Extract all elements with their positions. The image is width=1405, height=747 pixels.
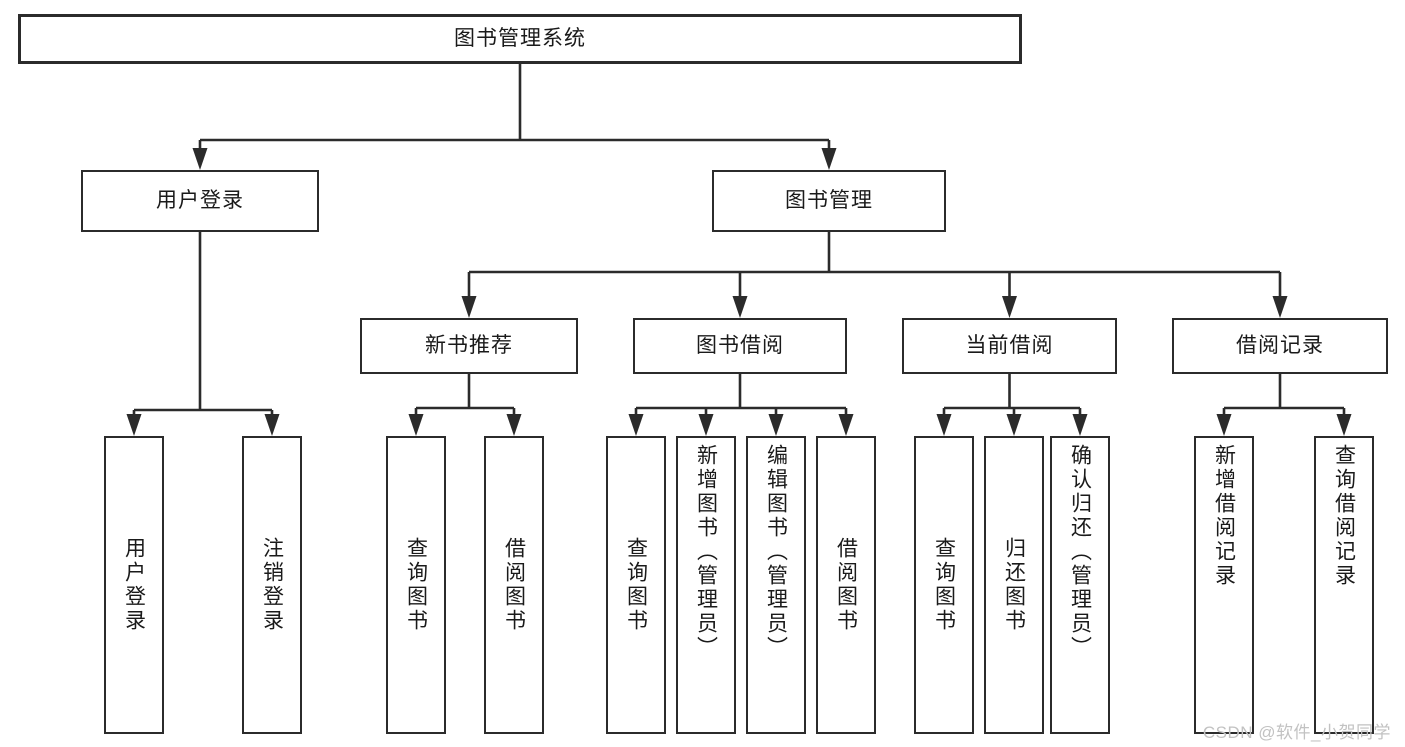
arrowhead-l-logout [264,414,280,436]
node-label-l-login: 用户登录 [122,537,146,633]
node-l-cu-return: 归还图书 [984,436,1044,734]
arrowhead-login [192,148,208,170]
arrowhead-l-nb-borrow [506,414,522,436]
arrowhead-records [1272,296,1288,318]
node-root: 图书管理系统 [18,14,1022,64]
node-label-borrow: 图书借阅 [696,333,784,357]
node-l-bo-add: 新增图书（管理员） [676,436,736,734]
arrowhead-l-nb-query [408,414,424,436]
arrowhead-l-cu-query [936,414,952,436]
node-l-nb-query: 查询图书 [386,436,446,734]
arrowhead-borrow [732,296,748,318]
arrowhead-bookmgmt [821,148,837,170]
node-l-nb-borrow: 借阅图书 [484,436,544,734]
arrowhead-l-cu-confirm [1072,414,1088,436]
node-l-cu-confirm: 确认归还（管理员） [1050,436,1110,734]
arrowhead-l-re-query [1336,414,1352,436]
arrowhead-l-re-add [1216,414,1232,436]
node-label-login: 用户登录 [156,188,244,212]
node-borrow: 图书借阅 [633,318,847,374]
node-label-l-re-query: 查询借阅记录 [1332,444,1356,588]
node-label-current: 当前借阅 [965,333,1054,357]
node-label-l-cu-return: 归还图书 [1002,537,1026,633]
node-current: 当前借阅 [902,318,1117,374]
watermark-label: CSDN @软件_小贺同学 [1202,723,1391,742]
node-login: 用户登录 [81,170,319,232]
node-l-bo-query: 查询图书 [606,436,666,734]
arrowhead-l-cu-return [1006,414,1022,436]
node-label-l-bo-edit: 编辑图书（管理员） [764,444,788,660]
node-l-re-add: 新增借阅记录 [1194,436,1254,734]
arrowhead-l-bo-add [698,414,714,436]
node-l-logout: 注销登录 [242,436,302,734]
arrowhead-l-bo-lend [838,414,854,436]
arrowhead-current [1002,296,1017,318]
node-newbook: 新书推荐 [360,318,578,374]
node-l-bo-edit: 编辑图书（管理员） [746,436,806,734]
node-l-re-query: 查询借阅记录 [1314,436,1374,734]
node-label-l-bo-add: 新增图书（管理员） [694,444,718,660]
node-label-l-logout: 注销登录 [260,537,284,633]
node-records: 借阅记录 [1172,318,1388,374]
node-l-login: 用户登录 [104,436,164,734]
node-label-bookmgmt: 图书管理 [785,188,873,212]
node-label-l-re-add: 新增借阅记录 [1212,444,1236,588]
node-label-l-cu-confirm: 确认归还（管理员） [1068,444,1092,660]
node-bookmgmt: 图书管理 [712,170,946,232]
node-label-root: 图书管理系统 [454,26,586,50]
arrowhead-l-bo-edit [768,414,784,436]
node-label-l-cu-query: 查询图书 [932,537,956,633]
node-l-bo-lend: 借阅图书 [816,436,876,734]
arrowhead-l-login [126,414,142,436]
node-l-cu-query: 查询图书 [914,436,974,734]
arrowhead-l-bo-query [628,414,644,436]
node-label-l-bo-query: 查询图书 [624,537,648,633]
node-label-newbook: 新书推荐 [425,333,513,357]
node-label-records: 借阅记录 [1236,333,1324,357]
arrowhead-newbook [461,296,477,318]
node-label-l-nb-query: 查询图书 [404,537,428,633]
node-label-l-nb-borrow: 借阅图书 [502,537,526,633]
node-label-l-bo-lend: 借阅图书 [834,537,858,633]
